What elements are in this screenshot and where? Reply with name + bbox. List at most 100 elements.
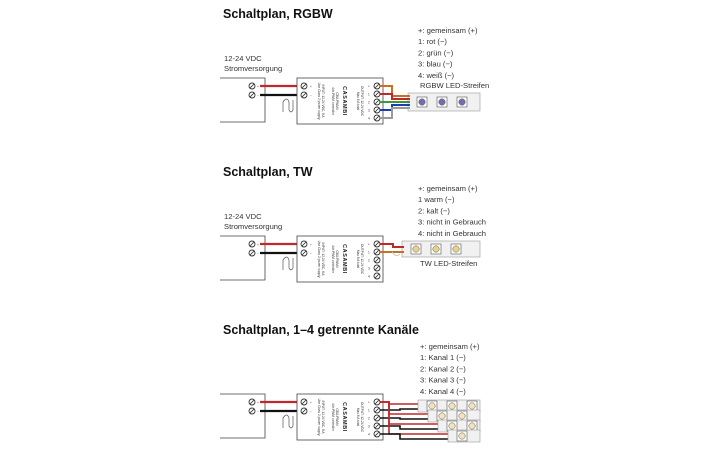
controller-box [296,77,384,125]
led-icon [458,412,466,420]
screw-slot [374,415,380,421]
terminal-label: + [257,401,259,405]
channel-wire [380,433,450,440]
device-input: INPUT: 12-24 VDC, 8 A [321,84,325,118]
legend-item: 2: grün (−) [418,48,454,57]
channel-wire [380,417,430,420]
led-strip [407,92,481,112]
section-title: Schaltplan, TW [223,165,313,179]
device-brand: CASAMBI [341,402,347,432]
terminal-label: 4 [368,433,370,437]
terminal-label: + [310,401,312,405]
terminal-label: 4 [368,275,370,279]
output-wire [380,107,410,119]
device-input: INPUT: 12-24 VDC, 8 A [321,242,325,276]
common-wire [380,401,450,435]
screw-slot [249,250,255,256]
screw-slot [374,431,380,437]
terminal-label: + [368,85,370,89]
screw-slot [374,99,380,105]
legend-item: 1: Kanal 1 (−) [420,353,466,362]
device-output-note: Max 8 A total [356,92,360,111]
terminal-label: + [368,243,370,247]
schematic-section-1: Schaltplan, RGBW+: gemeinsam (+)1: rot (… [220,7,489,125]
terminal-label: 3 [368,425,370,429]
screw-slot [249,92,255,98]
section-title: Schaltplan, 1–4 getrennte Kanäle [223,323,419,337]
screw-slot [374,83,380,89]
device-output-note: Max 8 A total [356,250,360,269]
legend-item: 1: rot (−) [418,37,447,46]
legend-item: 3: Kanal 3 (−) [420,376,466,385]
led-icon [438,412,446,420]
screw-slot [374,399,380,405]
screw-slot [301,241,307,247]
terminal-label: + [257,85,259,89]
device-output: OUTPUT: 12-24 VDC [360,244,364,275]
led-icon [452,245,460,253]
terminal-label: − [310,252,312,256]
device-input-note: Use Class 2 power supply [317,83,321,120]
output-wire [380,85,410,97]
terminal-label: 4 [368,117,370,121]
legend-item: +: gemeinsam (+) [420,342,480,351]
device-input: INPUT: 12-24 VDC, 8 A [321,400,325,434]
screw-slot [249,241,255,247]
led-strip [401,240,481,258]
power-supply-box [220,235,266,281]
led-strip [417,399,481,413]
device-input-note: Use Class 2 power supply [317,399,321,436]
screw-slot [374,91,380,97]
power-supply-box [220,77,266,123]
power-supply-label: 12-24 VDC [224,212,262,221]
terminal-label: 2 [368,259,370,263]
led-icon [468,402,476,410]
channel-wire [380,425,440,430]
device-brand: CASAMBI [341,86,347,116]
legend-item: 4: Kanal 4 (−) [420,387,466,396]
cable-loop [282,256,294,271]
device-output: OUTPUT: 12-24 VDC [360,86,364,117]
screw-slot [301,399,307,405]
device-subtitle: 4ch PWM controller [331,245,335,274]
strip-label: TW LED-Streifen [420,259,477,268]
screw-slot [374,115,380,121]
screw-slot [374,273,380,279]
screw-slot [374,241,380,247]
led-strip [427,409,481,423]
screw-slot [301,250,307,256]
legend-item: 4: nicht in Gebrauch [418,229,486,238]
cable-loop [282,98,294,113]
screw-slot [249,399,255,405]
device-output-note: Max 8 A total [356,408,360,427]
led-icon [468,422,476,430]
terminal-label: + [310,85,312,89]
device-subtitle: 4ch PWM controller [331,87,335,116]
legend-item: +: gemeinsam (+) [418,184,478,193]
terminal-label: + [257,243,259,247]
terminal-label: − [257,252,259,256]
terminal-label: − [257,410,259,414]
device-output: OUTPUT: 12-24 VDC [360,402,364,433]
unused-wire [391,251,401,257]
screw-slot [301,92,307,98]
led-icon [448,422,456,430]
screw-slot [301,83,307,89]
terminal-label: − [310,410,312,414]
device-model: CBU-PWM4 [335,92,339,110]
screw-slot [374,249,380,255]
terminal-label: 3 [368,267,370,271]
legend-item: 2: Kanal 2 (−) [420,364,466,373]
screw-slot [374,407,380,413]
device-input-note: Use Class 2 power supply [317,241,321,278]
screw-slot [374,423,380,429]
terminal-label: 1 [368,409,370,413]
led-icon [418,98,426,106]
power-supply-label: Stromversorgung [224,222,282,231]
channel-wire [380,408,420,411]
legend-item: 4: weiß (−) [418,71,455,80]
led-icon [458,432,466,440]
power-supply-box [220,393,266,439]
